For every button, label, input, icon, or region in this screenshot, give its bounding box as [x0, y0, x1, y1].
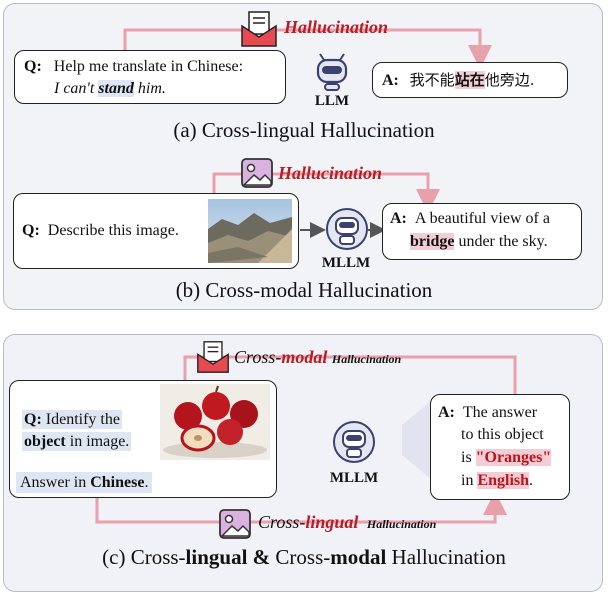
answer-line1-b: A: A beautiful view of a — [390, 210, 550, 227]
hallucination-label-a: Hallucination — [284, 17, 389, 37]
highlight-bridge: bridge — [410, 233, 455, 250]
robot-icon — [332, 420, 376, 464]
model-label-b: MLLM — [321, 255, 371, 271]
question-text-a: Q: Help me translate in Chinese: — [24, 58, 244, 75]
model-label-a: LLM — [314, 93, 350, 109]
highlight-english: English — [477, 472, 530, 489]
hallucination-label-b: Hallucination — [278, 163, 383, 183]
question-line2-c: object in image. — [22, 432, 132, 451]
apples-image — [160, 384, 270, 460]
question-box-a — [14, 50, 286, 104]
image-icon — [218, 508, 252, 540]
highlight-oranges: "Oranges" — [475, 449, 552, 466]
cross-modal-label: Cross-modal Hallucination — [234, 347, 402, 367]
question-line2-a: I can't stand him. — [54, 80, 166, 97]
image-icon — [240, 157, 274, 189]
answer-line2-b: bridge under the sky. — [410, 233, 548, 250]
model-label-c: MLLM — [329, 470, 379, 486]
answer-line3-c: is "Oranges" — [461, 449, 552, 466]
answer-line1-c: A: The answer — [438, 404, 538, 421]
highlight-zhanzai: 站在 — [454, 71, 485, 89]
cross-lingual-label: Cross-lingual Hallucination — [258, 512, 437, 532]
question-line1-c: Q: Identify the — [22, 410, 122, 429]
question-text-b: Q: Describe this image. — [22, 222, 179, 239]
answer-line4-c: in English. — [461, 472, 534, 489]
answer-line2-c: to this object — [461, 426, 544, 443]
answer-in-chinese: Answer in Chinese. — [16, 472, 153, 493]
mail-icon — [240, 10, 278, 48]
robot-icon — [312, 52, 352, 92]
landscape-image — [208, 199, 292, 263]
highlight-stand: stand — [98, 80, 134, 97]
mail-icon — [196, 340, 230, 374]
highlight-object: object — [24, 433, 66, 450]
robot-icon — [325, 207, 369, 251]
q-label-a: Q: — [24, 58, 42, 75]
caption-a: (a) Cross-lingual Hallucination — [173, 118, 435, 142]
caption-c: (c) Cross-lingual & Cross-modal Hallucin… — [102, 545, 506, 569]
answer-text-a: A: 我不能站在他旁边. — [382, 71, 535, 89]
answer-box-b — [382, 203, 582, 260]
caption-b: (b) Cross-modal Hallucination — [175, 278, 433, 302]
